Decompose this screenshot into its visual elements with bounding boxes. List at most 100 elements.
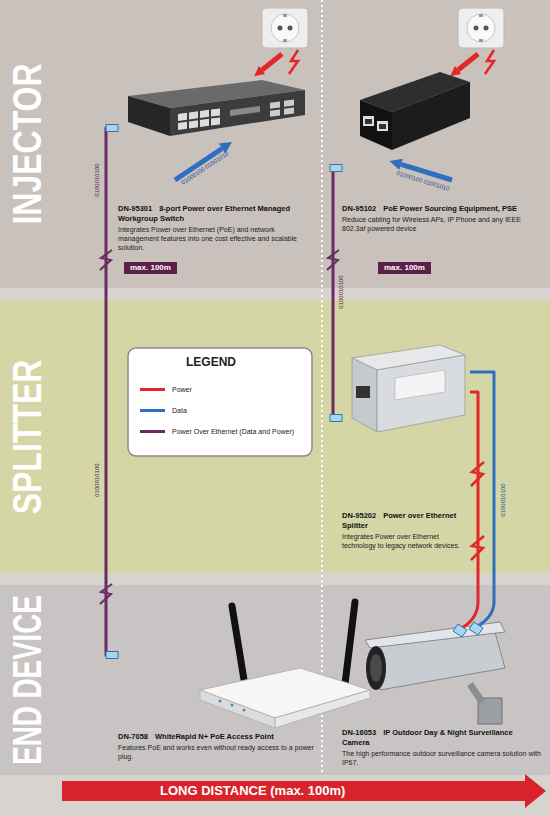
- data-arrow: [390, 159, 403, 170]
- device-block: DN-7058WhiteRapid N+ PoE Access PointFea…: [118, 598, 318, 761]
- cable-print: 0100010100: [338, 275, 344, 308]
- power-arrow: [450, 66, 461, 76]
- device-heading: DN-953018-port Power over Ethernet Manag…: [118, 204, 312, 224]
- poe-switch: [211, 117, 220, 125]
- band-region: SPLITTERDN-95202Power over Ethernet Spli…: [0, 300, 550, 573]
- access-point: [219, 700, 222, 703]
- cable-plug: [106, 125, 118, 132]
- poe-switch: [170, 90, 305, 136]
- power-outlet: [278, 26, 283, 31]
- divider-line: [321, 0, 323, 775]
- model-number: DN-95202: [342, 511, 376, 520]
- device-block: DN-16053IP Outdoor Day & Night Surveilla…: [342, 602, 542, 767]
- power-outlet: [283, 14, 287, 17]
- power-arrow: [289, 50, 298, 74]
- distance-arrow: [62, 774, 546, 808]
- access-point: [275, 690, 370, 728]
- legend-text: Data: [172, 407, 187, 414]
- access-point: [345, 602, 355, 684]
- surveillance-camera: [365, 622, 505, 648]
- legend-swatch: [140, 409, 165, 412]
- power-outlet: [458, 8, 504, 48]
- cable-plug: [330, 165, 342, 172]
- surveillance-camera: [478, 698, 502, 724]
- surveillance-camera: [453, 624, 467, 637]
- device-block: DN-95202Power over Ethernet SplitterInte…: [342, 335, 470, 550]
- lightning-symbol: [471, 536, 484, 560]
- band-label: INJECTOR: [7, 63, 47, 224]
- cable-plug: [106, 652, 118, 659]
- poe-switch: [230, 106, 260, 116]
- poe-switch: [200, 119, 209, 127]
- poe-switch: [284, 100, 294, 107]
- data-stream: 01000100 01001010: [180, 150, 229, 185]
- power-arrow: [262, 54, 282, 70]
- poe-injector: [360, 100, 392, 150]
- poe-switch: [178, 113, 187, 121]
- data-cable: [470, 372, 494, 602]
- divider-line: [322, 0, 323, 775]
- surveillance-camera: [469, 622, 483, 635]
- power-outlet: [262, 8, 308, 48]
- device-heading: DN-16053IP Outdoor Day & Night Surveilla…: [342, 728, 542, 748]
- poe-injector: [377, 121, 388, 131]
- poe-switch: [128, 80, 305, 136]
- power-outlet: [271, 14, 299, 42]
- product-description: Integrates Power over Ethernet technolog…: [342, 532, 470, 550]
- band-label: END DEVICE: [7, 595, 47, 765]
- power-cable: [470, 392, 478, 602]
- device-heading: DN-95102PoE Power Sourcing Equipment, PS…: [342, 204, 542, 214]
- poe-switch: [270, 109, 280, 116]
- poe-cable: [106, 128, 118, 655]
- device-block: DN-95102PoE Power Sourcing Equipment, PS…: [342, 62, 542, 233]
- access-point: [200, 690, 275, 728]
- surveillance-camera: [372, 632, 505, 690]
- poe-splitter: [352, 358, 377, 432]
- poe-switch: [128, 96, 170, 136]
- surveillance-camera: [370, 654, 382, 682]
- poe-switch: [178, 99, 294, 130]
- legend-box: [128, 348, 312, 456]
- poe-injector: [363, 116, 374, 126]
- poe-switch: [284, 108, 294, 115]
- power-outlet: [262, 8, 308, 48]
- device-heading: DN-95202Power over Ethernet Splitter: [342, 511, 470, 531]
- model-number: DN-95102: [342, 204, 376, 213]
- power-outlet: [283, 39, 287, 42]
- product-description: The high performance outdoor surveillanc…: [342, 749, 542, 767]
- surveillance-camera: [470, 684, 482, 702]
- power-outlet: [474, 26, 479, 31]
- access-point: [231, 704, 234, 707]
- poe-switch: [189, 120, 198, 128]
- surveillance-camera: [478, 602, 494, 626]
- poe-injector: [360, 72, 470, 112]
- power-arrow: [458, 54, 478, 70]
- cable-print: 0100010100: [500, 483, 506, 516]
- poe-switch: [189, 111, 198, 119]
- power-outlet: [288, 26, 293, 31]
- poe-switch: [211, 108, 220, 116]
- poe-switch: [200, 110, 209, 118]
- band-region: END DEVICE DN-7058WhiteRapid N+ PoE Acces…: [0, 585, 550, 775]
- poe-splitter: [395, 370, 445, 400]
- power-outlet: [479, 14, 483, 17]
- cable-plug: [330, 415, 342, 422]
- distance-tag: max. 100m: [124, 262, 177, 274]
- surveillance-camera: [462, 602, 478, 628]
- product-description: Integrates Power over Ethernet (PoE) and…: [118, 225, 312, 252]
- lightning-symbol: [100, 250, 112, 270]
- legend-box: [128, 348, 312, 456]
- poe-injector: [365, 119, 372, 124]
- poe-injector: [360, 72, 470, 150]
- model-number: DN-16053: [342, 728, 376, 737]
- distance-arrow: [62, 774, 546, 808]
- access-point: [243, 709, 246, 712]
- cable-print: 0100010100: [94, 163, 100, 196]
- legend-swatch: [140, 430, 165, 433]
- poe-splitter: [352, 345, 465, 432]
